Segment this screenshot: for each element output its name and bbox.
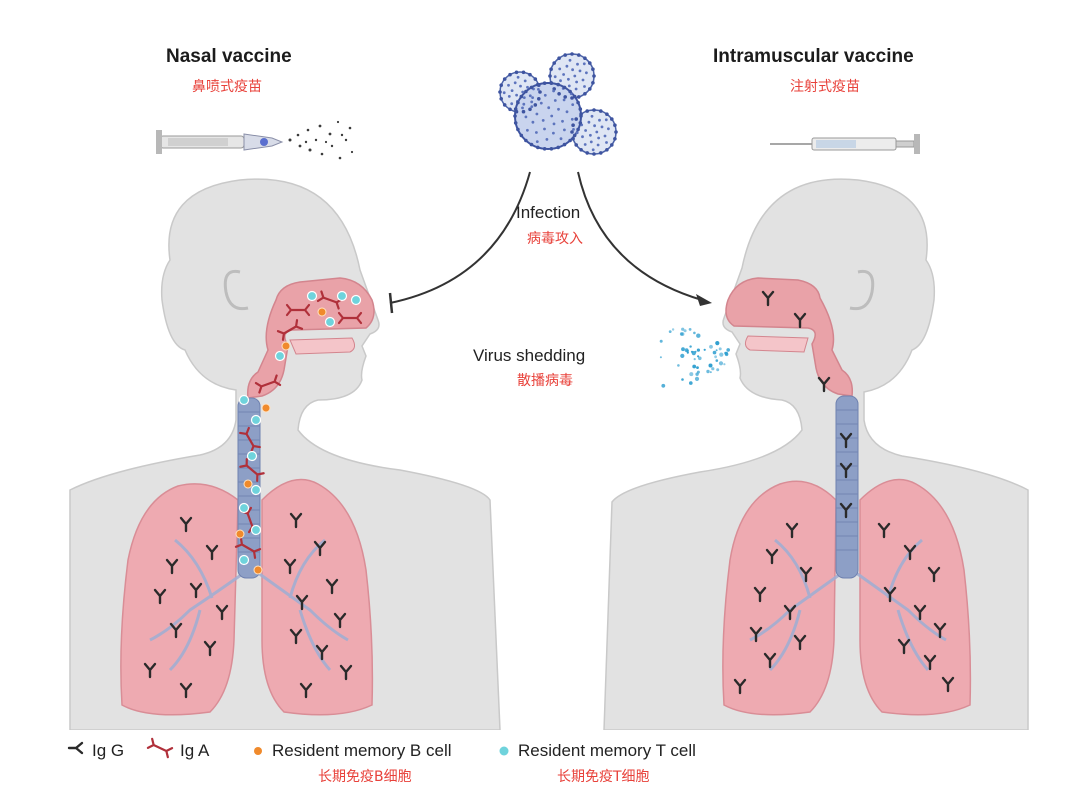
left-person (69, 178, 501, 731)
virus-shedding-label-zh: 散播病毒 (517, 373, 573, 389)
right-nasal-cavity (725, 277, 854, 397)
legend-igg-icon (67, 741, 84, 755)
right-lung-r (859, 478, 972, 716)
legend-tcell-label-zh: 长期免疫T细胞 (557, 769, 650, 785)
syringe-device (770, 134, 920, 154)
left-mouth-cavity (289, 337, 356, 355)
nasal-vaccine-title: Nasal vaccine (166, 46, 292, 67)
infection-label-zh: 病毒攻入 (527, 231, 583, 247)
legend-bcell-icon (254, 747, 262, 755)
legend-tcell-label: Resident memory T cell (518, 741, 696, 760)
nasal-spray-mist (288, 120, 354, 160)
nasal-vaccine-title-zh: 鼻喷式疫苗 (192, 79, 262, 95)
virus-cluster (498, 52, 618, 156)
right-ear (849, 269, 875, 311)
legend-tcell-icon (499, 746, 509, 756)
infection-arrow-blocked (389, 171, 531, 304)
right-mouth-cavity (744, 335, 809, 353)
left-lung-r (261, 478, 374, 716)
legend-bcell-label: Resident memory B cell (272, 741, 452, 760)
intramuscular-vaccine-title-zh: 注射式疫苗 (790, 79, 860, 95)
legend-igg-label: Ig G (92, 741, 125, 760)
right-person (603, 178, 1029, 731)
block-bar (388, 292, 394, 314)
intramuscular-vaccine-title: Intramuscular vaccine (713, 46, 914, 67)
left-lung-l (120, 483, 239, 716)
legend-iga-label: Ig A (180, 741, 210, 760)
virus-shedding-spray (659, 327, 730, 388)
right-lung-l (722, 480, 837, 716)
left-ear (223, 269, 249, 311)
right-trachea (835, 395, 859, 579)
left-nasal-cavity (246, 277, 375, 399)
infection-arrow-success (577, 171, 703, 301)
arrow-head-icon (696, 294, 712, 306)
virus-shedding-label: Virus shedding (473, 346, 586, 365)
infection-label: Infection (516, 203, 581, 222)
legend-bcell-label-zh: 长期免疫B细胞 (318, 769, 412, 785)
nasal-spray-device (156, 120, 354, 160)
